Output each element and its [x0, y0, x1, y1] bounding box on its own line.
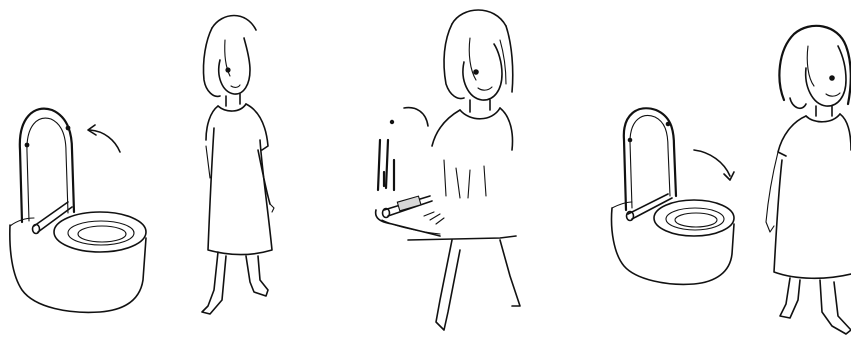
toilet-lid	[20, 109, 74, 222]
person-standing-left	[202, 16, 274, 315]
lid-dot-left	[25, 143, 30, 148]
curved-arrow-up-icon	[88, 125, 120, 152]
seat-hinge	[628, 194, 672, 219]
legs	[780, 278, 800, 318]
toilet-bowl	[10, 225, 146, 312]
person-sitting-middle	[408, 10, 520, 330]
curved-arrow-down-icon	[694, 150, 734, 180]
face	[219, 38, 250, 94]
lid-dot-right	[66, 126, 71, 131]
toilet-right	[612, 108, 735, 284]
face	[806, 46, 846, 106]
toilet-bowl	[612, 208, 735, 284]
person-standing-right	[766, 26, 851, 334]
hair	[212, 16, 256, 31]
toilet-left	[10, 109, 146, 313]
hair	[779, 26, 850, 104]
legs	[202, 252, 226, 314]
toilet-middle	[376, 108, 444, 236]
hair	[452, 10, 506, 26]
